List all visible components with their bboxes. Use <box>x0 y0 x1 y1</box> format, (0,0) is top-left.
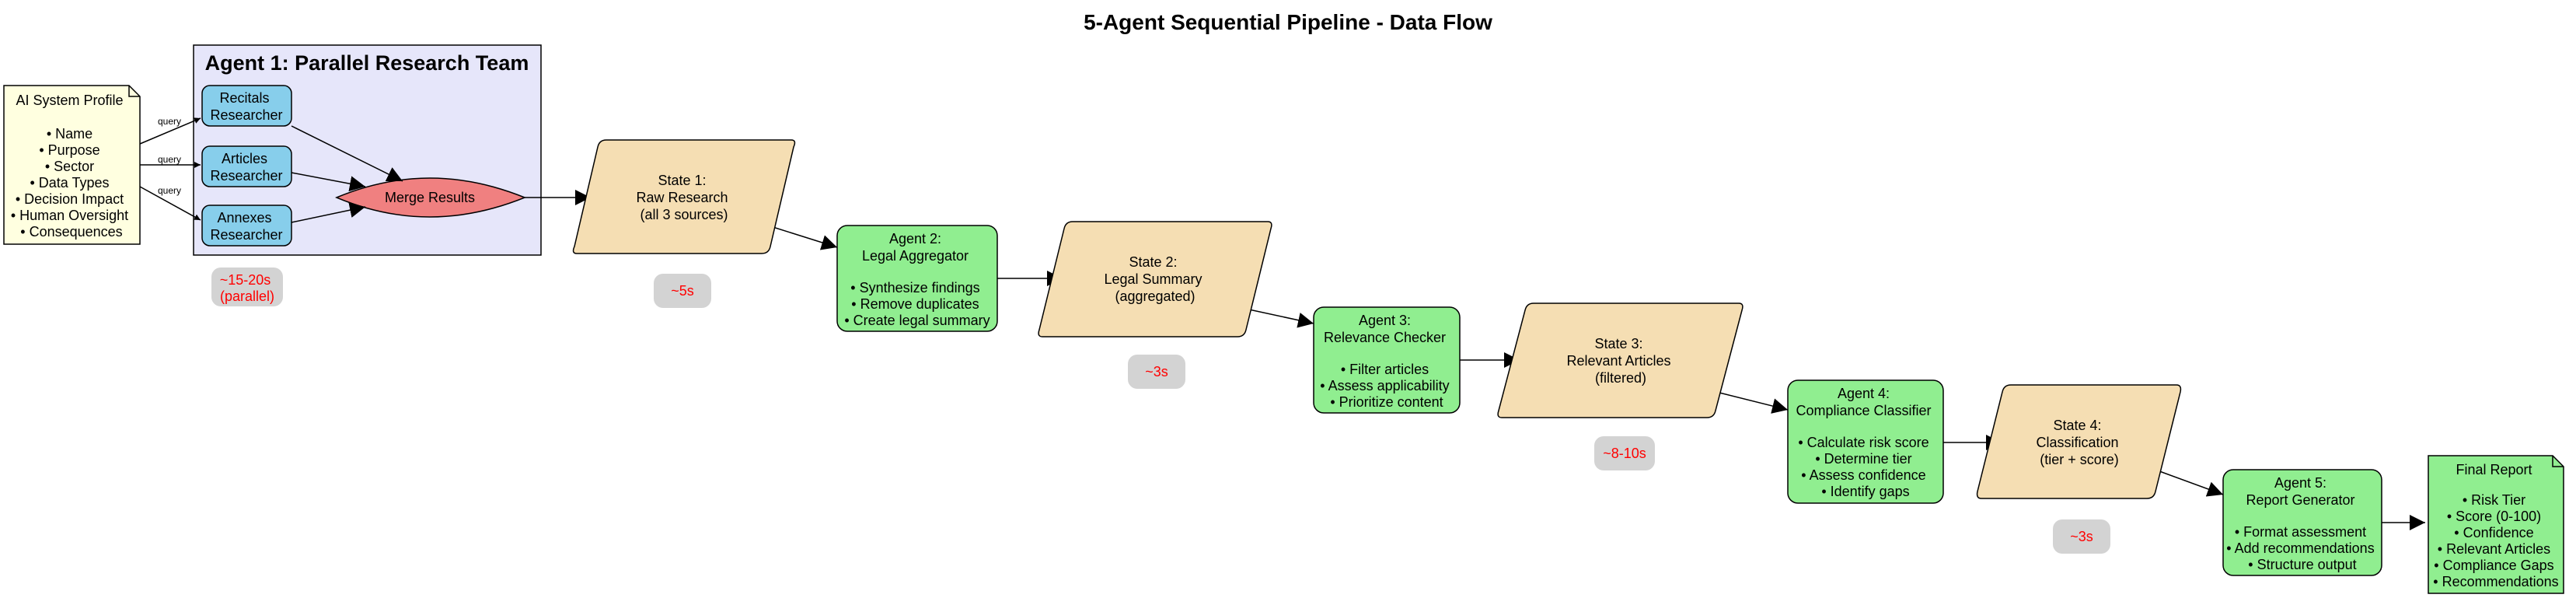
svg-text:~15-20s (parallel): ~15-20s (parallel) <box>220 272 275 304</box>
state-2-node: State 2: Legal Summary (aggregated) <box>1038 221 1272 337</box>
svg-text:Agent 4: Compliance Clas: Agent 4: Compliance Classifier • Calcula… <box>1796 386 1935 499</box>
svg-text:Articles Researcher: Articles Researcher <box>210 151 282 184</box>
agent-3-node: Agent 3: Relevance Checker • Filter arti… <box>1313 306 1461 414</box>
articles-researcher-node: Articles Researcher <box>201 145 292 187</box>
note-item: • Decision Impact <box>16 191 124 207</box>
svg-text:Agent 2: Legal Aggregato: Agent 2: Legal Aggregator • Synthesize f… <box>844 231 990 328</box>
state-1-node: State 1: Raw Research (all 3 sources) <box>572 139 796 254</box>
svg-text:Merge Results: Merge Results <box>385 190 475 205</box>
query-label: query <box>158 154 181 165</box>
svg-text:Final Report • Risk Tier: Final Report • Risk Tier • Score (0-100)… <box>2433 462 2558 589</box>
note-item: • Consequences <box>20 224 122 240</box>
annexes-researcher-node: Annexes Researcher <box>201 205 292 247</box>
merge-results-node: Merge Results <box>335 177 527 218</box>
cluster-title: Agent 1: Parallel Research Team <box>205 51 529 75</box>
svg-text:~3s: ~3s <box>1145 364 1168 379</box>
note-title: AI System Profile <box>16 93 123 108</box>
query-edges <box>139 117 201 221</box>
flow-edges <box>525 190 2425 530</box>
timing-badge-state-4: ~3s <box>2053 519 2110 554</box>
final-report-title: Final Report <box>2456 462 2532 477</box>
timing-badge-state-2: ~3s <box>1128 355 1185 389</box>
svg-text:AI System Profile • Name: AI System Profile • Name • Purpose • Sec… <box>11 93 132 240</box>
final-report-note: Final Report • Risk Tier • Score (0-100)… <box>2428 455 2564 594</box>
svg-text:~3s: ~3s <box>2070 529 2093 544</box>
agent-2-node: Agent 2: Legal Aggregator • Synthesize f… <box>836 225 998 332</box>
svg-text:~8-10s: ~8-10s <box>1603 446 1646 461</box>
svg-text:Annexes Researcher: Annexes Researcher <box>210 210 282 243</box>
svg-text:State 3: Relevant Articl: State 3: Relevant Articles (filtered) <box>1566 336 1674 386</box>
merge-edges <box>291 125 403 223</box>
svg-text:Agent 3: Relevance Check: Agent 3: Relevance Checker • Filter arti… <box>1320 313 1453 410</box>
note-item: • Name <box>47 126 92 142</box>
svg-text:~5s: ~5s <box>671 283 694 299</box>
svg-text:Recitals Researcher: Recitals Researcher <box>210 90 282 123</box>
svg-text:State 1: Raw Research: State 1: Raw Research (all 3 sources) <box>636 173 731 222</box>
agent-4-node: Agent 4: Compliance Classifier • Calcula… <box>1787 379 1944 504</box>
state-3-node: State 3: Relevant Articles (filtered) <box>1497 302 1744 418</box>
svg-text:Agent 5: Report Generato: Agent 5: Report Generator • Format asses… <box>2226 475 2378 572</box>
svg-text:State 2: Legal Summary: State 2: Legal Summary (aggregated) <box>1104 254 1206 304</box>
timing-badge-state-1: ~5s <box>654 274 711 308</box>
timing-badge-parallel: ~15-20s (parallel) <box>211 268 283 306</box>
svg-text:State 4: Classification: State 4: Classification (tier + score) <box>2036 418 2122 467</box>
note-item: • Data Types <box>30 175 109 191</box>
note-item: • Sector <box>45 159 94 174</box>
note-item: • Purpose <box>39 142 99 158</box>
timing-badge-state-3: ~8-10s <box>1594 436 1655 470</box>
ai-system-profile-note: AI System Profile • Name • Purpose • Sec… <box>3 85 141 245</box>
agent-5-node: Agent 5: Report Generator • Format asses… <box>2222 469 2382 576</box>
note-item: • Human Oversight <box>11 208 128 223</box>
query-label: query <box>158 185 181 196</box>
state-4-node: State 4: Classification (tier + score) <box>1976 384 2182 499</box>
recitals-researcher-node: Recitals Researcher <box>201 85 292 127</box>
query-label: query <box>158 116 181 127</box>
diagram-title: 5-Agent Sequential Pipeline - Data Flow <box>1084 10 1492 34</box>
